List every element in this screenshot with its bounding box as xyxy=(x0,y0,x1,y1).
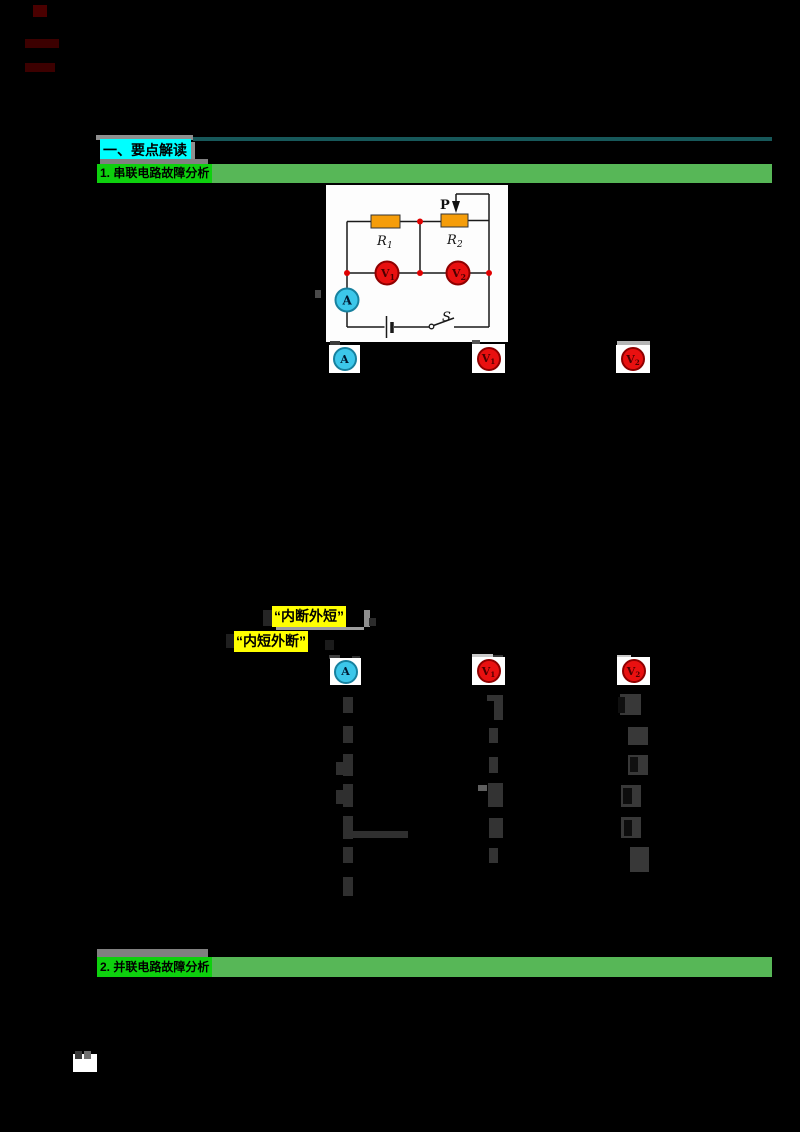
wiper-arrow-icon xyxy=(452,201,460,213)
meter-sub: 1 xyxy=(490,669,496,679)
hidden-text-remnant xyxy=(618,697,625,713)
hidden-text-remnant xyxy=(343,726,353,743)
section1-shadow xyxy=(100,159,208,165)
v2-meter-sub: 2 xyxy=(461,272,467,282)
hidden-text-remnant xyxy=(630,757,638,772)
hidden-text-remnant xyxy=(617,341,650,345)
hidden-text-remnant xyxy=(472,340,480,345)
hidden-text-remnant xyxy=(630,847,649,872)
hidden-text-remnant xyxy=(343,847,353,863)
r1-label-sub: 1 xyxy=(387,241,393,251)
r1-label: R xyxy=(376,234,387,249)
ammeter-a xyxy=(334,287,360,313)
highlight-term-1: “内断外短” xyxy=(272,606,346,627)
v1-meter-label: V xyxy=(380,267,390,280)
header-shadow-right xyxy=(191,142,195,162)
meter-sub: 1 xyxy=(490,357,496,366)
hidden-text-remnant xyxy=(489,757,498,773)
voltmeter-v2 xyxy=(445,260,471,286)
hidden-text-remnant xyxy=(489,728,498,743)
meter-letter: A xyxy=(340,352,349,366)
pointer-label: P xyxy=(440,198,450,213)
highlight-shadow xyxy=(364,610,370,627)
section2-bar: 2. 并联电路故障分析 xyxy=(97,957,772,977)
hidden-text-remnant xyxy=(488,783,503,807)
hidden-text-remnant xyxy=(494,701,503,720)
r2-label: R xyxy=(446,233,457,248)
hidden-text-remnant xyxy=(343,877,353,896)
redaction-mark xyxy=(33,5,47,17)
hidden-text-remnant xyxy=(226,634,234,648)
hidden-text-remnant xyxy=(623,788,632,804)
hidden-text-remnant xyxy=(478,785,487,791)
hidden-text-remnant xyxy=(620,694,641,715)
redaction-mark xyxy=(25,63,55,72)
hidden-text-remnant xyxy=(489,848,498,863)
meter-letter: V xyxy=(481,664,491,678)
section1-title: 1. 串联电路故障分析 xyxy=(97,164,213,183)
meter-letter: A xyxy=(341,665,350,678)
highlight-shadow xyxy=(276,627,364,630)
junction-dot xyxy=(486,270,492,276)
ammeter-icon: A xyxy=(329,345,360,373)
hidden-text-remnant xyxy=(329,655,340,659)
ammeter-icon: A xyxy=(330,658,361,685)
hidden-text-remnant xyxy=(624,820,632,836)
voltmeter-v1 xyxy=(374,260,400,286)
outline-header: 一、要点解读 xyxy=(100,139,191,162)
junction-dot xyxy=(344,270,350,276)
hidden-text-remnant xyxy=(369,618,376,626)
meter-letter: V xyxy=(626,352,635,366)
junction-dot xyxy=(417,270,423,276)
hidden-text-remnant xyxy=(343,784,353,807)
meter-letter: V xyxy=(481,352,491,365)
hidden-text-remnant xyxy=(263,610,272,626)
page-number-glyph xyxy=(84,1051,91,1059)
hidden-text-remnant xyxy=(489,818,503,838)
page-number-glyph xyxy=(75,1051,82,1059)
hidden-text-remnant xyxy=(343,816,353,839)
meter-letter: V xyxy=(626,664,636,678)
hidden-text-remnant xyxy=(315,290,321,298)
header-shadow-top xyxy=(96,135,193,140)
section1-bar: 1. 串联电路故障分析 xyxy=(97,164,772,183)
hidden-text-remnant xyxy=(628,727,648,745)
redaction-mark xyxy=(25,39,59,48)
junction-dot xyxy=(417,218,423,225)
hidden-text-remnant xyxy=(345,831,408,838)
switch-label: S xyxy=(442,310,451,325)
hidden-text-remnant xyxy=(336,790,343,804)
hidden-text-remnant xyxy=(343,697,353,713)
highlight-term-2: “内短外断” xyxy=(234,631,308,652)
hidden-text-remnant xyxy=(336,762,343,775)
section2-shadow xyxy=(97,949,208,957)
hidden-text-remnant xyxy=(472,654,493,659)
v2-meter-label: V xyxy=(451,267,461,280)
ammeter-label: A xyxy=(342,294,353,308)
switch-lever xyxy=(433,317,455,327)
v1-meter-sub: 1 xyxy=(390,272,396,282)
switch-contact xyxy=(428,323,435,330)
hidden-text-remnant xyxy=(325,640,334,650)
header-rule xyxy=(193,137,772,141)
circuit-svg: P R 1 R 2 S V 1 V 2 A xyxy=(334,193,492,338)
rheostat-r2 xyxy=(440,213,469,228)
hidden-text-remnant xyxy=(330,341,340,346)
circuit-diagram: P R 1 R 2 S V 1 V 2 A xyxy=(326,185,508,342)
meter-sub: 2 xyxy=(635,669,641,679)
hidden-text-remnant xyxy=(487,695,503,701)
resistor-r1 xyxy=(370,214,401,229)
meter-sub: 2 xyxy=(634,357,640,367)
hidden-text-remnant xyxy=(343,754,353,776)
r2-label-sub: 2 xyxy=(456,240,463,250)
section2-title: 2. 并联电路故障分析 xyxy=(97,957,213,977)
